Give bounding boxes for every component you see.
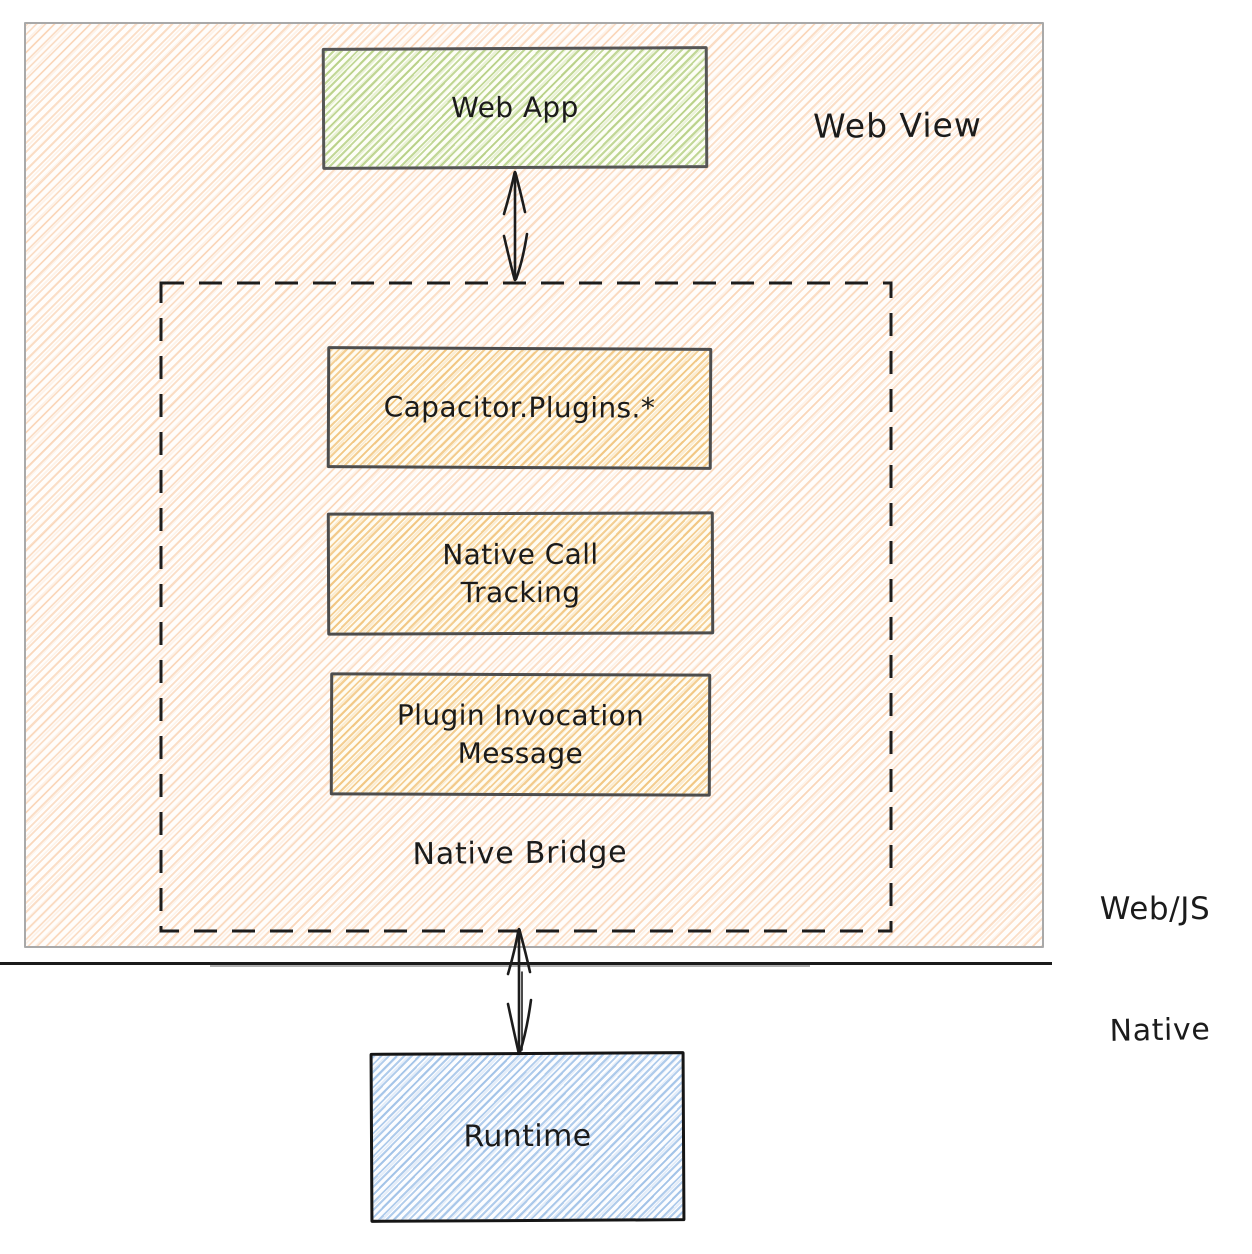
layer-native-label: Native: [1109, 1012, 1211, 1049]
arrow-webapp-bridge-icon: [502, 170, 529, 282]
node-runtime: Runtime: [369, 1051, 686, 1223]
native-bridge-label: Native Bridge: [412, 834, 628, 873]
node-native-call-tracking: Native Call Tracking: [326, 511, 715, 636]
node-plugin-invocation-message-label: Plugin Invocation Message: [396, 698, 645, 770]
node-web-app: Web App: [321, 46, 709, 170]
node-capacitor-plugins-label: Capacitor.Plugins.*: [383, 390, 656, 425]
layer-web-js-label: Web/JS: [1099, 891, 1211, 927]
node-web-app-label: Web App: [451, 90, 579, 125]
web-view-region: [24, 22, 1044, 948]
arrow-bridge-runtime-icon: [506, 927, 533, 1055]
native-bridge-dashed-region: [159, 281, 893, 933]
node-runtime-label: Runtime: [463, 1118, 592, 1155]
node-capacitor-plugins: Capacitor.Plugins.*: [326, 346, 713, 470]
node-plugin-invocation-message: Plugin Invocation Message: [329, 672, 712, 797]
node-native-call-tracking-label: Native Call Tracking: [442, 537, 599, 609]
web-view-label: Web View: [812, 105, 983, 146]
